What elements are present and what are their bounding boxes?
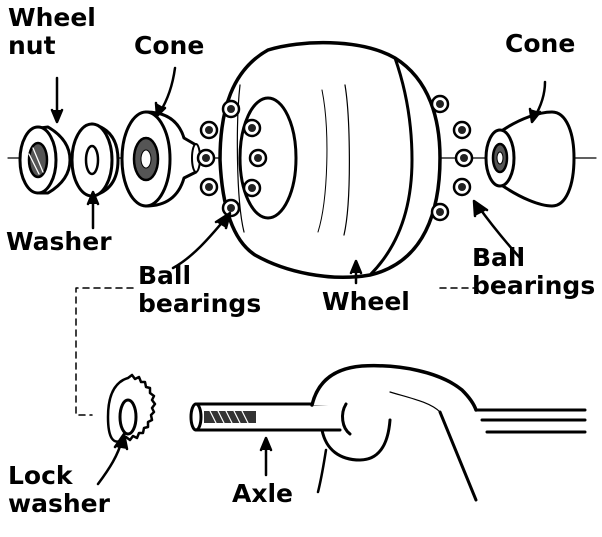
label-lock-washer-line1: Lock xyxy=(8,461,73,490)
label-wheel-nut-line2: nut xyxy=(8,31,56,60)
label-wheel-nut-line1: Wheel xyxy=(8,3,96,32)
label-lock-washer-line2: washer xyxy=(8,489,110,518)
label-axle: Axle xyxy=(232,479,293,508)
label-cone-left: Cone xyxy=(134,31,205,60)
label-ball-bearings-right-line1: Ball xyxy=(472,243,526,272)
frame-fork-part xyxy=(310,363,587,502)
label-ball-bearings-right-line2: bearings xyxy=(472,271,596,300)
label-lock-washer: Lock washer xyxy=(8,462,110,518)
label-ball-bearings-right: Ball bearings xyxy=(472,244,595,300)
label-wheel: Wheel xyxy=(322,287,410,316)
wheel-nut-part xyxy=(18,125,72,195)
axle-part xyxy=(189,402,342,432)
cone-right-part xyxy=(484,110,576,208)
cone-left-part xyxy=(120,110,201,208)
washer-part xyxy=(70,122,120,198)
label-wheel-nut: Wheel nut xyxy=(8,4,96,60)
label-ball-bearings-left: Ball bearings xyxy=(138,262,261,318)
label-ball-bearings-left-line2: bearings xyxy=(138,289,262,318)
ball-bearings-left-part xyxy=(196,99,268,218)
ball-bearings-right-part xyxy=(430,94,474,222)
label-cone-right: Cone xyxy=(505,29,576,58)
assembly-guide-dashed xyxy=(75,287,479,416)
lock-washer-part xyxy=(106,373,157,443)
leader-lines xyxy=(50,66,547,494)
label-ball-bearings-left-line1: Ball xyxy=(138,261,192,290)
label-washer: Washer xyxy=(6,227,112,256)
